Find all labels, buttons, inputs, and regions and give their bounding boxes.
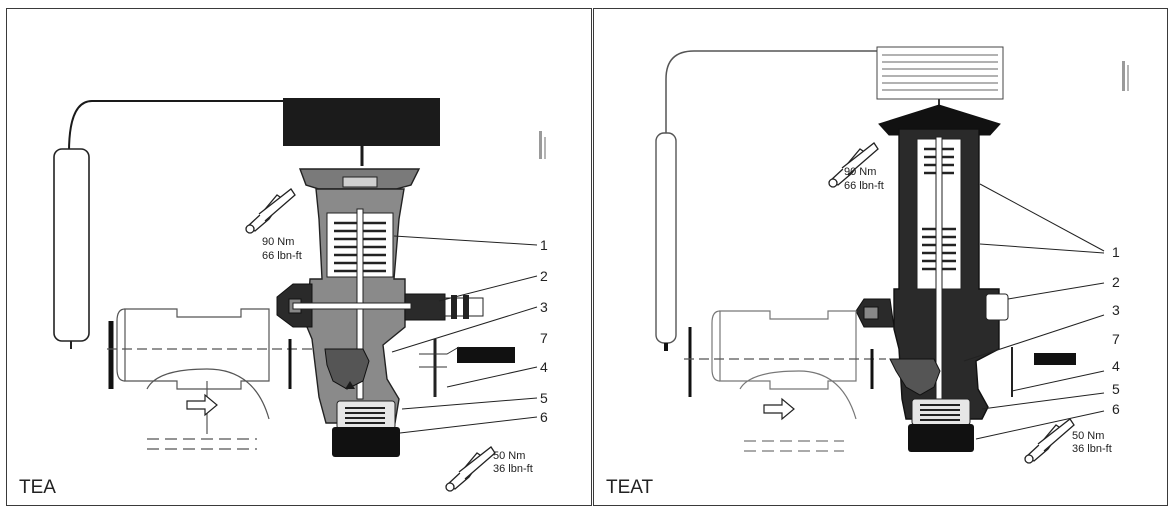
callout-1: 1 <box>1112 244 1120 260</box>
callout-3: 3 <box>1112 302 1120 318</box>
tea-panel: 90 Nm 66 lbn-ft 50 Nm 36 lbn-ft 1 2 3 7 … <box>6 8 592 506</box>
callout-6: 6 <box>1112 401 1120 417</box>
valve-body <box>855 128 1009 452</box>
capillary-tube <box>665 50 877 133</box>
reference-code-mark <box>1122 61 1129 91</box>
callout-2: 2 <box>540 268 548 284</box>
thermal-head <box>876 46 1004 109</box>
upper-torque-nm: 90 Nm <box>844 166 876 178</box>
teat-panel: 90 Nm 66 lbn-ft 50 Nm 36 lbn-ft 1 2 3 7 … <box>593 8 1168 506</box>
sensing-bulb <box>655 132 677 351</box>
torque-wrench-icon <box>828 142 879 188</box>
callout-5: 5 <box>1112 381 1120 397</box>
panel-caption-tea: TEA <box>19 477 56 498</box>
lower-torque-nm: 50 Nm <box>493 450 525 462</box>
lower-torque-nm: 50 Nm <box>1072 430 1104 442</box>
upper-torque-lbf: 66 lbn-ft <box>262 250 302 262</box>
torque-wrench-icon <box>445 446 496 492</box>
diaphragm-housing <box>878 104 1001 136</box>
callout-6: 6 <box>540 409 548 425</box>
lower-torque-lbf: 36 lbn-ft <box>1072 443 1112 455</box>
thermal-head <box>283 98 440 166</box>
flow-arrow-icon <box>186 393 218 417</box>
leader-lines <box>391 235 538 434</box>
callout-3: 3 <box>540 299 548 315</box>
torque-wrench-icon <box>1024 418 1075 464</box>
bolt-7 <box>419 339 515 397</box>
leader-lines <box>963 183 1105 440</box>
callout-7: 7 <box>540 330 548 346</box>
callout-4: 4 <box>540 359 548 375</box>
pipe-connection <box>107 308 317 450</box>
flow-arrow-icon <box>763 397 795 421</box>
tea-valve-drawing: 90 Nm 66 lbn-ft 50 Nm 36 lbn-ft 1 2 3 7 … <box>53 98 548 492</box>
sensing-bulb <box>53 148 90 349</box>
diaphragm-housing <box>298 168 421 190</box>
upper-torque-lbf: 66 lbn-ft <box>844 180 884 192</box>
teat-valve-drawing: 90 Nm 66 lbn-ft 50 Nm 36 lbn-ft 1 2 3 7 … <box>655 46 1129 464</box>
bolt-7 <box>1011 347 1076 397</box>
callout-1: 1 <box>540 237 548 253</box>
callout-4: 4 <box>1112 358 1120 374</box>
pipe-connection <box>684 310 886 452</box>
valve-body <box>276 188 484 457</box>
callout-5: 5 <box>540 390 548 406</box>
upper-torque-nm: 90 Nm <box>262 236 294 248</box>
reference-code-mark <box>539 131 546 159</box>
callout-2: 2 <box>1112 274 1120 290</box>
capillary-tube <box>68 100 283 153</box>
panel-caption-teat: TEAT <box>606 477 654 498</box>
torque-wrench-icon <box>245 188 296 234</box>
callout-7: 7 <box>1112 331 1120 347</box>
lower-torque-lbf: 36 lbn-ft <box>493 463 533 475</box>
